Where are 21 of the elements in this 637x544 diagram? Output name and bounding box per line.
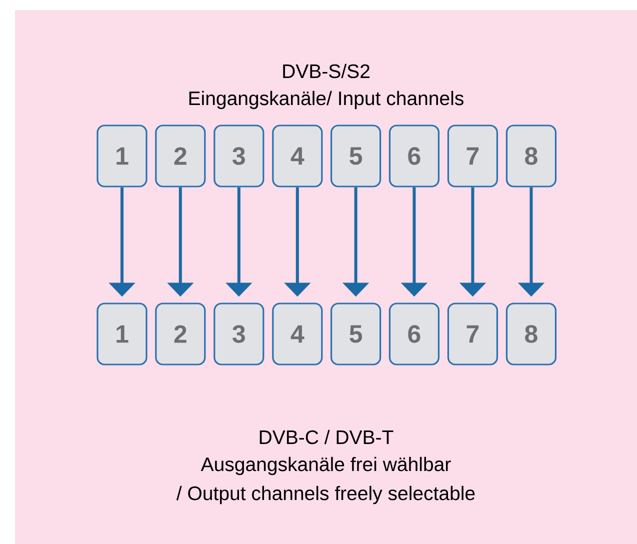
channel-box: 8 — [506, 302, 556, 366]
caption-text: DVB-S/S2 — [283, 64, 370, 78]
channel-box: 8 — [506, 124, 556, 188]
caption-text: / Output channels freely selectable — [176, 486, 475, 504]
channel-box: 5 — [330, 124, 382, 188]
channel-box: 3 — [214, 302, 264, 366]
channel-box: 7 — [447, 124, 498, 188]
caption-text: DVB-C / DVB-T — [260, 430, 394, 444]
channel-box: 4 — [272, 124, 323, 188]
caption-text: Eingangskanäle/ Input channels — [189, 90, 464, 110]
channel-box: 6 — [388, 124, 440, 188]
channel-box: 1 — [96, 302, 148, 366]
channel-box: 6 — [388, 302, 440, 366]
caption-text: Ausgangskanäle frei wählbar — [200, 456, 451, 476]
channel-box: 7 — [447, 302, 498, 366]
channel-box: 2 — [155, 124, 206, 188]
channel-box: 3 — [214, 124, 264, 188]
channel-box: 1 — [96, 124, 148, 188]
channel-box: 4 — [272, 302, 323, 366]
channel-box: 2 — [155, 302, 206, 366]
channel-box: 5 — [330, 302, 382, 366]
